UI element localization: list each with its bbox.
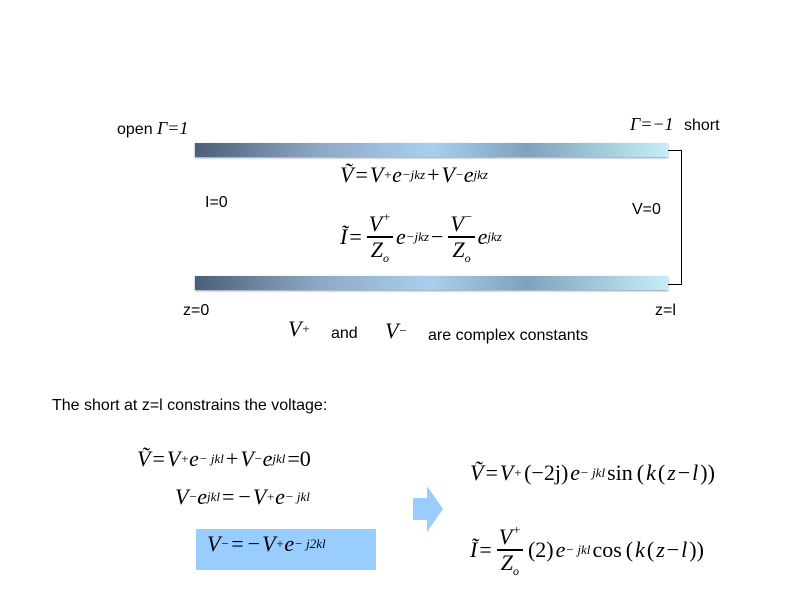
math-term: = (152, 446, 165, 471)
math-term: Ṽ (470, 460, 484, 485)
math-term: k (646, 460, 656, 485)
bottom-conductor (195, 276, 668, 290)
math-term: V (262, 531, 276, 556)
math-term: = (231, 531, 244, 556)
math-term: = (222, 484, 235, 509)
math-term: + (225, 446, 239, 471)
constants-text: are complex constants (428, 327, 589, 344)
math-term: Ĩ (340, 224, 348, 250)
math-term: k (635, 537, 645, 563)
math-term: ( (625, 537, 634, 563)
math-term: z (656, 537, 665, 563)
result-equation: V−=−V+e− j2kl (207, 531, 326, 556)
math-term: = (349, 224, 362, 250)
open-text: open (117, 121, 153, 138)
result-highlight (196, 529, 376, 570)
math-term: − (238, 484, 251, 509)
math-term: − (666, 537, 680, 563)
math-term: )) (700, 460, 715, 485)
math-term: V (240, 446, 254, 471)
math-term: V (175, 484, 189, 509)
open-label: open Γ=1 (117, 118, 188, 139)
math-term: V (288, 316, 302, 341)
math-term: Ṽ (340, 162, 354, 187)
current-zero-label: I=0 (205, 194, 228, 211)
math-term: = (479, 537, 492, 563)
math-term: e (555, 537, 566, 563)
math-term: ( (636, 460, 645, 485)
math-term: e (275, 484, 285, 509)
math-term: − (247, 531, 261, 556)
math-term: V (499, 460, 514, 485)
arrow-shape (413, 486, 443, 532)
z-end-label: z=l (655, 302, 676, 319)
math-term: = (355, 162, 368, 187)
math-term: + (427, 162, 440, 187)
v-minus-symbol: V− (385, 318, 408, 343)
math-term: (−2j) (524, 460, 569, 485)
math-term: z (667, 460, 676, 485)
fraction: V+Zo (366, 209, 393, 266)
z-start-label: z=0 (183, 302, 210, 319)
math-term: − (430, 224, 444, 250)
math-term: e (262, 446, 273, 471)
math-term: e (392, 162, 402, 187)
and-text: and (331, 325, 358, 342)
math-term: Ĩ (470, 537, 478, 563)
math-term: = (485, 460, 498, 485)
fraction: V+Zo (496, 522, 523, 579)
short-circuit-wire (668, 150, 682, 285)
math-term: V (369, 162, 384, 187)
math-term: sin (607, 460, 633, 485)
math-term: V (166, 446, 181, 471)
fraction: V−Zo (448, 209, 475, 266)
gamma-open: Γ=1 (157, 118, 189, 138)
math-term: ( (657, 460, 666, 485)
math-term: e (463, 162, 474, 187)
math-term: e (197, 484, 207, 509)
math-term: e (284, 531, 295, 556)
math-term: l (692, 460, 699, 485)
v-plus-symbol: V+ (288, 316, 311, 341)
math-term: e (395, 224, 406, 250)
math-term: =0 (287, 446, 311, 471)
math-term: ( (646, 537, 655, 563)
math-term: )) (689, 537, 704, 563)
section-text: The short at z=l constrains the voltage: (52, 397, 328, 414)
math-term: V (441, 162, 455, 187)
gamma-short: Γ=−1 (630, 114, 674, 134)
math-term: (2) (527, 537, 554, 563)
math-term: Ṽ (137, 446, 151, 471)
math-term: l (681, 537, 688, 563)
voltage-zero-label: V=0 (632, 201, 661, 218)
math-term: − (677, 460, 691, 485)
math-term: V (252, 484, 267, 509)
top-conductor (195, 143, 668, 157)
math-term: e (189, 446, 199, 471)
math-term: cos (592, 537, 622, 563)
short-text: short (684, 117, 720, 134)
math-term: e (570, 460, 581, 485)
math-term: V (207, 531, 221, 556)
math-term: V (385, 318, 399, 343)
arrow-right-icon (413, 486, 443, 532)
short-label: Γ=−1 short (630, 114, 720, 135)
math-term: e (477, 224, 488, 250)
